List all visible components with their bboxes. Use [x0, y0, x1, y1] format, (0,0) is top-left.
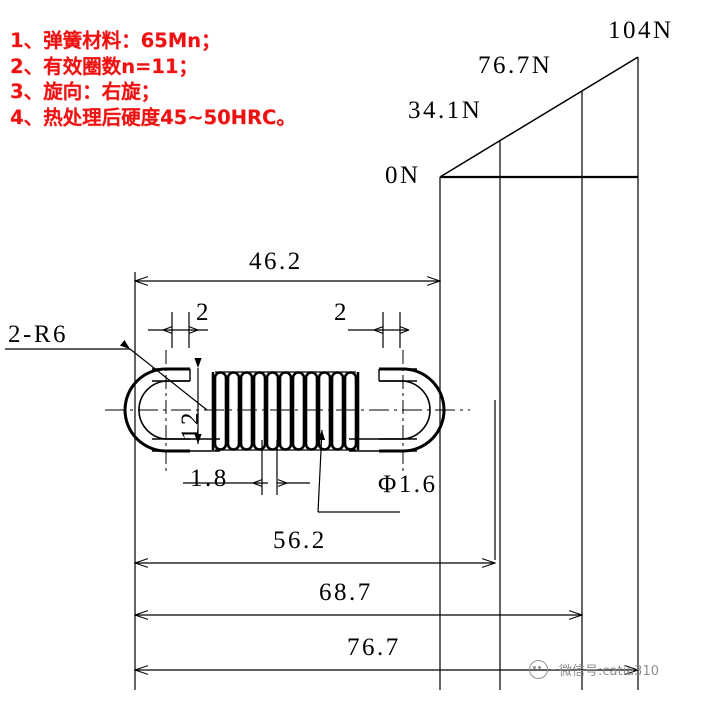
- dim-label-12: 12: [177, 410, 204, 440]
- arrow-gap-right-in: [373, 326, 384, 334]
- spec-note-3: 3、旋向：右旋；: [10, 80, 161, 103]
- dim-label-gap-right: 2: [334, 299, 349, 326]
- watermark: 微信号:catia310: [529, 660, 659, 679]
- dim-label-2-r6: 2-R6: [8, 321, 68, 348]
- leader-r6-diagonal: [119, 339, 208, 411]
- dim-label-56-2: 56.2: [273, 527, 327, 554]
- hook-left-outer: [123, 367, 190, 453]
- spec-notes: 1、弹簧材料：65Mn； 2、有效圈数n=11； 3、旋向：右旋； 4、热处理后…: [10, 28, 410, 130]
- force-label-0n: 0N: [385, 162, 421, 189]
- hook-right-inner: [379, 380, 431, 440]
- spec-note-2: 2、有效圈数n=11；: [10, 54, 198, 78]
- hook-right-bottom-flat: [349, 438, 417, 452]
- dimension-lines: [5, 272, 638, 690]
- dim-label-gap-left: 2: [196, 299, 211, 326]
- arrow-gap-left-out: [188, 326, 199, 334]
- leader-dia-diagonal: [317, 429, 326, 513]
- dim-label-1-8: 1.8: [190, 465, 229, 492]
- spec-note-4: 4、热处理后硬度45~50HRC。: [10, 105, 296, 129]
- spring-drawing: [105, 350, 470, 472]
- hook-left-bottom-flat: [152, 438, 220, 452]
- arrow-pitch-in: [252, 479, 263, 487]
- force-label-104n: 104N: [608, 17, 674, 44]
- hook-left-inner: [138, 380, 190, 440]
- force-diagram-load-line: [439, 56, 639, 178]
- dim-label-wire-dia: Φ1.6: [378, 471, 438, 498]
- force-label-76-7n: 76.7N: [478, 52, 553, 79]
- hook-right-outer: [379, 367, 446, 453]
- wechat-logo-icon: [529, 660, 548, 679]
- dim-label-46-2: 46.2: [249, 248, 303, 275]
- hook-left-top-flat: [152, 368, 190, 382]
- dim-label-68-7: 68.7: [319, 579, 373, 606]
- watermark-text: 微信号:catia310: [559, 664, 659, 679]
- dim-label-76-7: 76.7: [347, 634, 401, 661]
- arrow-pitch-out: [277, 479, 288, 487]
- spring-coils: [213, 371, 358, 451]
- spec-note-1: 1、弹簧材料：65Mn；: [10, 29, 221, 52]
- arrow-gap-right-out: [399, 326, 410, 334]
- watermark-dash: [551, 668, 556, 671]
- force-diagram: [439, 56, 639, 690]
- arrow-gap-left-in: [162, 326, 173, 334]
- force-label-34-1n: 34.1N: [408, 97, 483, 124]
- hook-right-top-flat: [379, 368, 417, 382]
